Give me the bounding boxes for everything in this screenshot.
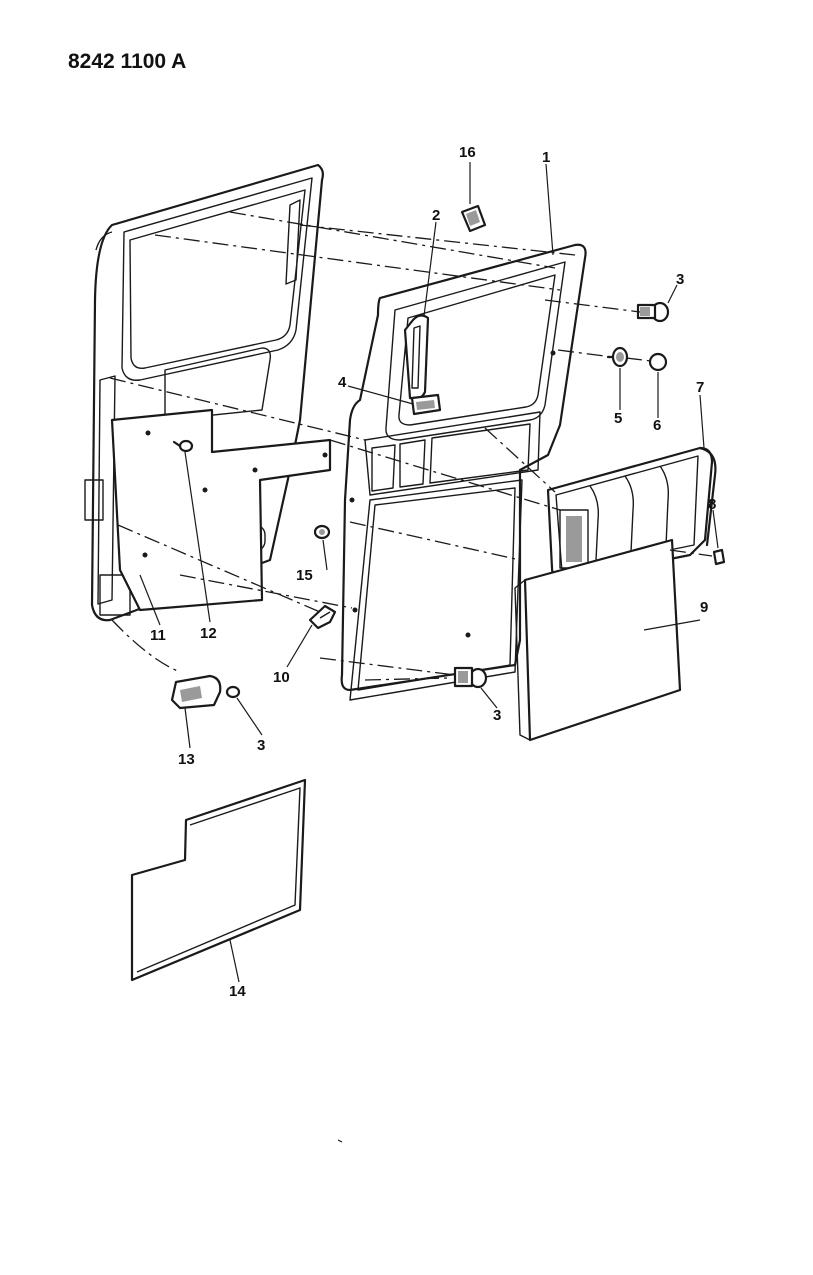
insulator-sheet <box>130 778 307 982</box>
callout-16: 16 <box>459 144 476 161</box>
callout-2: 2 <box>432 207 440 224</box>
fastener-small <box>313 524 331 540</box>
hook <box>308 604 337 630</box>
fastener-cap <box>648 352 668 372</box>
fastener-bottom <box>453 666 488 689</box>
callout-13: 13 <box>178 751 195 768</box>
retainer-pin <box>172 439 194 453</box>
lower-carpet-panel <box>514 538 682 742</box>
callout-labels: 16 1 2 3 4 5 6 7 8 9 10 11 12 13 3 3 14 … <box>150 144 716 1000</box>
callout-3-top: 3 <box>676 271 684 288</box>
door-shell <box>84 163 324 622</box>
fastener-top-right <box>636 301 670 323</box>
callout-4: 4 <box>338 374 347 391</box>
pocket-clip <box>712 548 726 566</box>
decal-label <box>460 204 487 233</box>
lower-bracket <box>170 674 241 710</box>
stray-mark <box>337 1139 343 1143</box>
callout-6: 6 <box>653 417 661 434</box>
alignment-lines <box>109 211 713 681</box>
callout-14: 14 <box>229 983 246 1000</box>
callout-1: 1 <box>542 149 550 166</box>
inner-panel <box>110 408 332 612</box>
callout-3-bottom: 3 <box>493 707 501 724</box>
callout-11: 11 <box>150 627 166 644</box>
handle-bracket <box>410 393 442 416</box>
fastener-grommet <box>606 346 629 368</box>
callout-10: 10 <box>273 669 290 686</box>
diagram-code: 8242 1100 A <box>68 50 186 73</box>
callout-8: 8 <box>708 496 716 513</box>
callout-5: 5 <box>614 410 622 427</box>
callout-15: 15 <box>296 567 313 584</box>
callout-9: 9 <box>700 599 708 616</box>
pull-strap <box>403 314 430 401</box>
callout-12: 12 <box>200 625 217 642</box>
callout-7: 7 <box>696 379 704 396</box>
callout-3-left: 3 <box>257 737 265 754</box>
leader-lines <box>139 162 719 983</box>
